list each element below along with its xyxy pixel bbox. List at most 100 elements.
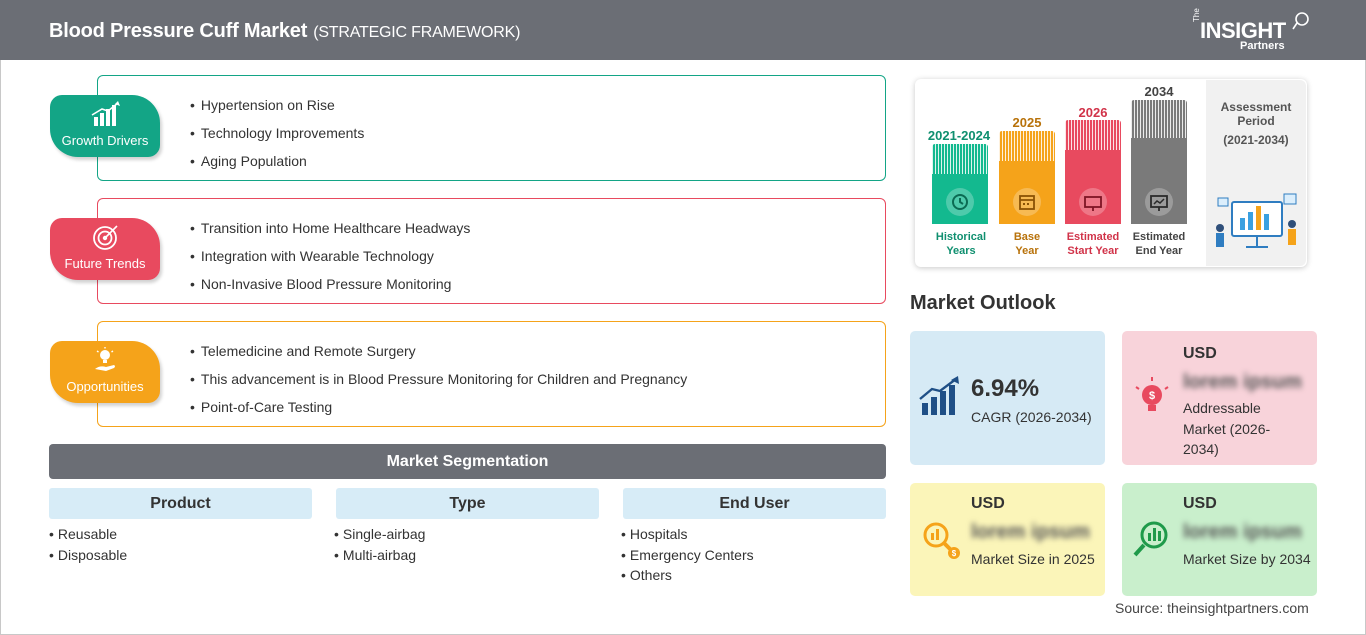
label-line: Historical <box>935 231 987 243</box>
label-line: Estimated <box>1066 231 1120 243</box>
segment-header-product: Product <box>49 488 312 519</box>
list-item: Multi-airbag <box>334 547 425 568</box>
list-item: Telemedicine and Remote Surgery <box>190 342 687 370</box>
assessment-period-range: (2021-2034) <box>1223 133 1289 147</box>
future-trends-tag: Future Trends <box>50 218 160 280</box>
timeline-year-base: 2025 <box>1012 115 1042 130</box>
growth-chart-icon <box>91 101 120 126</box>
svg-text:$: $ <box>1149 390 1155 402</box>
bar-stripes <box>1065 120 1121 150</box>
cagr-label: CAGR (2026-2034) <box>971 409 1092 425</box>
assessment-period-panel: Assessment Period (2021-2034) <box>1206 80 1306 266</box>
opportunities-tag: Opportunities <box>50 341 160 403</box>
source-credit[interactable]: Source: theinsightpartners.com <box>1115 600 1309 616</box>
size2034-label: Market Size by 2034 <box>1183 551 1311 567</box>
list-item: Hospitals <box>621 526 754 547</box>
addressable-value: lorem ipsum <box>1183 371 1302 393</box>
segment-list-type: Single-airbag Multi-airbag <box>334 526 426 568</box>
list-item: Point-of-Care Testing <box>190 398 687 426</box>
segment-header-end-user: End User <box>623 488 886 519</box>
growth-bars-icon <box>919 376 959 415</box>
timeline-year-end: 2034 <box>1144 84 1174 99</box>
cagr-value: 6.94% <box>971 375 1040 402</box>
insight-partners-logo[interactable]: The INSIGHT Partners <box>1192 8 1312 54</box>
logo-insight: INSIGHT <box>1200 18 1286 43</box>
future-trends-list: Transition into Home Healthcare Headways… <box>190 219 471 303</box>
list-item: Emergency Centers <box>621 547 754 568</box>
market-size-2034-card: USD lorem ipsum Market Size by 2034 <box>1122 483 1317 596</box>
label-line: End Year <box>1135 245 1183 257</box>
history-icon <box>946 188 974 216</box>
page-header: Blood Pressure Cuff Market (STRATEGIC FRA… <box>0 0 1366 60</box>
calendar-icon <box>1013 188 1041 216</box>
addressable-label: Addressable Market (2026-2034) <box>1183 400 1271 457</box>
timeline-year-historical: 2021-2024 <box>927 128 991 143</box>
label-line: Year <box>1015 245 1039 257</box>
market-outlook-title: Market Outlook <box>910 292 1056 314</box>
timeline-bar-end <box>1131 100 1187 224</box>
list-item: Integration with Wearable Technology <box>190 247 470 275</box>
page-title: Blood Pressure Cuff Market (STRATEGIC FRA… <box>49 20 520 43</box>
addressable-usd: USD <box>1183 345 1217 362</box>
addressable-market-card: USD lorem ipsum $ Addressable Market (20… <box>1122 331 1317 465</box>
label-line: Start Year <box>1067 245 1119 257</box>
monitor-chart-icon <box>1145 188 1173 216</box>
bar-stripes <box>932 144 988 174</box>
label-line: Estimated <box>1132 231 1186 243</box>
cagr-card: 6.94% CAGR (2026-2034) <box>910 331 1105 465</box>
timeline-bar-start <box>1065 120 1121 224</box>
lightbulb-hand-icon <box>95 347 115 371</box>
list-item: Aging Population <box>190 152 364 180</box>
list-item: Non-Invasive Blood Pressure Monitoring <box>190 275 470 303</box>
magnifier-dollar-icon: $ <box>923 522 960 559</box>
timeline-bar-historical <box>932 144 988 224</box>
growth-drivers-list: Hypertension on Rise Technology Improvem… <box>190 96 364 180</box>
size2034-usd: USD <box>1183 495 1217 512</box>
list-item: Technology Improvements <box>190 124 364 152</box>
label-line: Base <box>1013 231 1041 243</box>
size2034-value: lorem ipsum <box>1183 521 1302 543</box>
opportunities-list: Telemedicine and Remote Surgery This adv… <box>190 342 687 426</box>
market-segmentation-title: Market Segmentation <box>49 444 886 479</box>
magnifier-chart-icon <box>1133 521 1168 557</box>
list-item: Single-airbag <box>334 526 426 547</box>
segment-header-type: Type <box>336 488 599 519</box>
list-item: Reusable <box>49 526 127 547</box>
size2025-label: Market Size in 2025 <box>971 551 1095 567</box>
growth-drivers-tag: Growth Drivers <box>50 95 160 157</box>
title-text: Blood Pressure Cuff Market <box>49 20 308 42</box>
logo-partners: Partners <box>1240 40 1285 52</box>
presentation-icon <box>1079 188 1107 216</box>
future-trends-card: Transition into Home Healthcare Headways… <box>97 198 886 304</box>
label-line: Years <box>946 245 976 257</box>
list-item: Others <box>621 567 754 588</box>
size2025-value: lorem ipsum <box>971 521 1090 543</box>
growth-drivers-card: Hypertension on Rise Technology Improvem… <box>97 75 886 181</box>
segment-list-product: Reusable Disposable <box>49 526 127 567</box>
growth-drivers-label: Growth Drivers <box>61 133 149 148</box>
list-item: Transition into Home Healthcare Headways <box>190 219 471 247</box>
analytics-people-icon <box>1216 193 1297 248</box>
list-item: Disposable <box>49 547 127 568</box>
segment-list-end-user: Hospitals Emergency Centers Others <box>621 526 754 588</box>
assessment-period-title: Assessment Period <box>1220 100 1292 128</box>
opportunities-label: Opportunities <box>66 379 144 394</box>
future-trends-label: Future Trends <box>64 256 146 271</box>
logo-swoosh-icon <box>1292 12 1309 30</box>
timeline-year-start: 2026 <box>1078 105 1108 120</box>
market-size-2025-card: USD lorem ipsum $ Market Size in 2025 <box>910 483 1105 596</box>
list-item: This advancement is in Blood Pressure Mo… <box>190 370 687 398</box>
opportunities-card: Telemedicine and Remote Surgery This adv… <box>97 321 886 427</box>
bar-stripes <box>1131 100 1187 138</box>
bar-stripes <box>999 131 1055 161</box>
svg-text:$: $ <box>952 549 957 558</box>
lightbulb-dollar-icon: $ <box>1135 377 1169 411</box>
page-subtitle: (STRATEGIC FRAMEWORK) <box>313 24 521 41</box>
list-item: Hypertension on Rise <box>190 96 364 124</box>
size2025-usd: USD <box>971 495 1005 512</box>
target-icon <box>93 225 118 250</box>
